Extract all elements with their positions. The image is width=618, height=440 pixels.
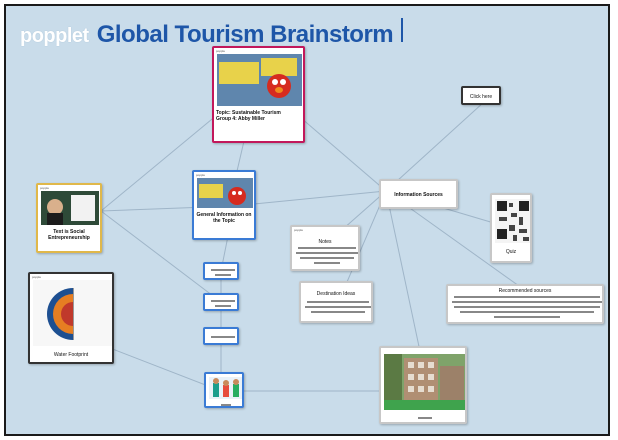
popple-notes-right-label: Recommended sources	[498, 288, 552, 294]
popple-chart-label: Water Footprint	[53, 352, 89, 358]
mini-text-lines	[211, 336, 235, 338]
link-sources-notes-mid	[340, 190, 387, 297]
popple-notes-mid[interactable]: Destination Ideas	[299, 281, 373, 323]
popple-notes-mid-label: Destination Ideas	[316, 291, 356, 297]
popple-sources-label: Information Sources	[394, 192, 443, 198]
popple-small-top-label: Click here	[469, 94, 493, 100]
popple-tag: popple	[294, 228, 304, 232]
popple-qr[interactable]: Quiz	[490, 193, 532, 263]
popple-building[interactable]	[379, 346, 467, 424]
popple-teacher[interactable]: popple Text is Social Entrepreneurship	[36, 183, 102, 253]
link-teacher-mini2	[100, 210, 222, 303]
text-cursor	[401, 18, 404, 42]
popple-mini-3[interactable]	[203, 327, 239, 345]
footprint-chart-image	[33, 280, 112, 346]
popplet-board[interactable]: popplet Global Tourism Brainstorm	[4, 4, 610, 436]
popple-tag: popple	[32, 275, 42, 279]
qr-code-image	[495, 199, 530, 243]
building-caption	[418, 417, 432, 419]
notes-right-text-lines	[452, 296, 602, 318]
elmo-photo	[217, 54, 302, 106]
popple-notes-left[interactable]: popple Notes	[290, 225, 360, 271]
link-sources-small	[385, 101, 485, 192]
popple-people[interactable]	[204, 372, 244, 408]
popple-topic[interactable]: popple Topic: Sustainable Tourism Group …	[212, 46, 305, 143]
notes-mid-text-lines	[305, 301, 371, 313]
people-photo	[209, 377, 242, 399]
popple-chart[interactable]: popple Water Footprint	[28, 272, 114, 364]
popple-tag: popple	[196, 173, 206, 177]
popple-notes-right[interactable]: Recommended sources	[446, 284, 604, 324]
popplet-logo: popplet	[20, 25, 89, 47]
board-title[interactable]: Global Tourism Brainstorm	[96, 21, 394, 48]
popple-mini-2[interactable]	[203, 293, 239, 311]
popple-small-top[interactable]: Click here	[461, 86, 501, 105]
popple-general-label: General Information on the Topic	[196, 212, 252, 224]
popple-tag: popple	[40, 186, 50, 190]
header: popplet Global Tourism Brainstorm	[20, 18, 404, 50]
link-general-sources	[233, 190, 387, 207]
notes-text-lines	[296, 247, 358, 264]
popple-topic-label: Topic: Sustainable Tourism Group 4: Abby…	[216, 110, 281, 122]
building-photo	[384, 354, 465, 410]
teacher-photo	[41, 191, 99, 225]
link-sources-building	[385, 190, 422, 357]
mini-text-lines	[211, 300, 235, 307]
popple-notes-left-label: Notes	[318, 239, 332, 245]
people-caption	[221, 404, 231, 406]
popple-qr-label: Quiz	[505, 249, 517, 255]
mini-text-lines	[211, 269, 235, 276]
popple-mini-1[interactable]	[203, 262, 239, 280]
general-photo	[197, 178, 253, 208]
popple-general[interactable]: popple General Information on the Topic	[192, 170, 256, 240]
popple-tag: popple	[216, 49, 226, 53]
popple-sources[interactable]: Information Sources	[379, 179, 458, 209]
popple-teacher-label: Text is Social Entrepreneurship	[48, 229, 90, 241]
